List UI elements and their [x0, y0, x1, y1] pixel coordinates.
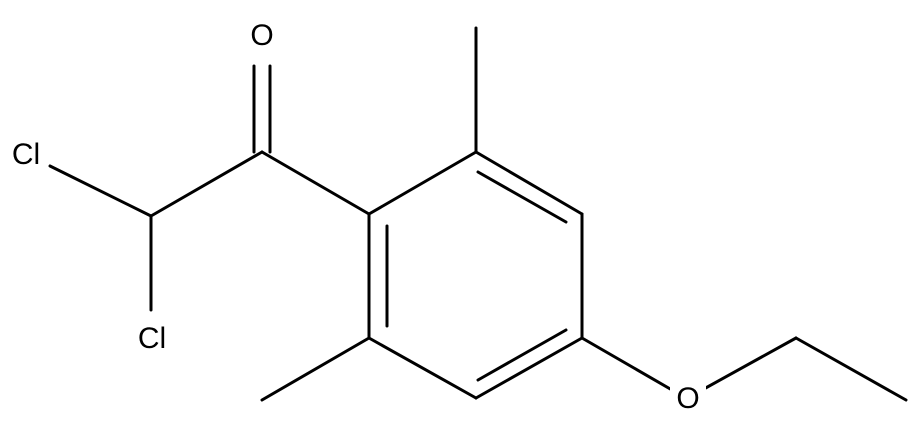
bond-carbonyl-chcl2: [149, 150, 264, 218]
ring-bond-c4-c5-inner: [476, 328, 568, 382]
ring-bond-c2-c3-inner: [476, 170, 568, 224]
bond-carbonyl-ring: [260, 150, 371, 216]
label-bg-chlorine-2: [130, 320, 174, 360]
label-bg-oxygen-ether: [670, 380, 706, 420]
bond-c-cl-upper: [48, 164, 153, 218]
ring-bond-c1-c2: [367, 150, 478, 216]
bond-oxygen-ch2: [700, 336, 798, 392]
atom-oxygen-ether: O: [676, 382, 699, 415]
bond-methyl-bottom: [260, 336, 371, 402]
atom-oxygen-carbonyl: O: [250, 19, 273, 52]
label-bg-oxygen-carbonyl: [244, 16, 280, 56]
atom-chlorine-2: Cl: [138, 322, 166, 355]
label-bg-chlorine-1: [4, 136, 48, 176]
bond-ring-oxygen: [580, 336, 674, 392]
atom-chlorine-1: Cl: [12, 138, 40, 171]
ring-bond-c4-c5: [474, 336, 584, 400]
ring-bond-c5-c6: [367, 336, 478, 400]
ring-bond-c2-c3: [474, 150, 584, 216]
bond-ch2-ch3: [794, 336, 908, 402]
